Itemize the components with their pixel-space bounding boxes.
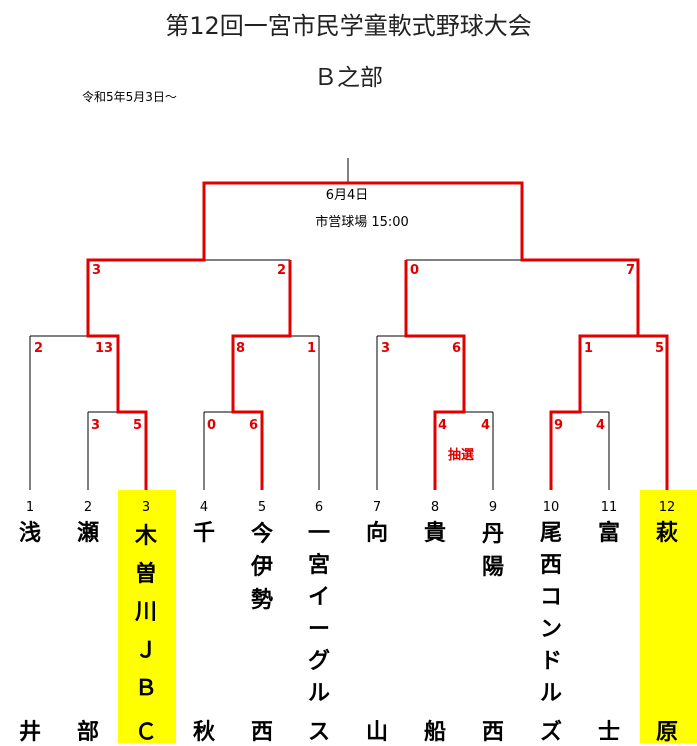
score-r2-left: 0 (207, 418, 217, 433)
lottery-label: 抽選 (448, 448, 475, 463)
score-qf4-right: 5 (655, 341, 665, 356)
team-name-top: 浅 (18, 521, 41, 546)
team-number: 9 (488, 500, 498, 515)
team-number: 5 (257, 500, 267, 515)
score-r1-right: 5 (133, 418, 143, 433)
highlight-team-3 (118, 490, 176, 743)
score-qf4-left: 1 (584, 341, 594, 356)
score-qf2-left: 8 (236, 341, 246, 356)
score-sf2-left: 0 (410, 263, 420, 278)
team-name-top: 丹 陽 (482, 522, 549, 580)
team-number: 7 (372, 500, 382, 515)
score-r4-right: 4 (596, 418, 606, 433)
team-name-bottom: Ｃ (134, 720, 157, 745)
score-qf2-right: 1 (307, 341, 317, 356)
score-qf1-left: 2 (34, 341, 44, 356)
team-number: 1 (25, 500, 35, 515)
score-final-left: 3 (92, 263, 102, 278)
team-name-bottom: 山 (365, 720, 388, 745)
team-name-top: 向 (365, 521, 388, 546)
team-name-bottom: 部 (76, 720, 99, 745)
final-date: 6月4日 (325, 188, 369, 203)
team-name-bottom: 西 (481, 720, 504, 745)
team-number: 6 (314, 500, 324, 515)
score-qf1-right: 13 (95, 341, 114, 356)
team-name-top: 尾西コンドル (540, 521, 563, 706)
team-name-bottom: 秋 (192, 720, 215, 745)
team-name-bottom: ス (307, 720, 330, 745)
team-name-top: 一宮イーグル (308, 521, 331, 706)
score-r3-left: 4 (438, 418, 448, 433)
team-number: 8 (430, 500, 440, 515)
score-sf1-right: 2 (277, 263, 287, 278)
tournament-title: 第12回一宮市民学童軟式野球大会 (165, 12, 532, 40)
team-number: 2 (83, 500, 93, 515)
score-r1-left: 3 (91, 418, 101, 433)
team-name-bottom: 士 (597, 720, 620, 745)
score-qf3-right: 6 (452, 341, 462, 356)
start-date: 令和5年5月3日～ (82, 90, 177, 104)
team-number: 4 (199, 500, 209, 515)
team-name-top: 富 (597, 521, 620, 546)
score-final-right: 7 (626, 263, 636, 278)
score-r2-right: 6 (249, 418, 259, 433)
score-qf3-left: 3 (381, 341, 391, 356)
division-label: Ｂ之部 (314, 65, 383, 91)
team-name-bottom: 井 (18, 720, 41, 745)
team-number: 10 (542, 500, 560, 515)
final-venue: 市営球場 15:00 (315, 215, 409, 230)
score-r3-right: 4 (481, 418, 491, 433)
team-name-top: 今 伊 勢 (251, 522, 296, 613)
team-name-top: 木曽川ＪＢ (135, 524, 158, 701)
team-number: 11 (600, 500, 618, 515)
team-name-bottom: 原 (655, 720, 678, 745)
score-r4-left: 9 (554, 418, 564, 433)
team-number: 3 (141, 500, 151, 515)
highlight-team-12 (640, 490, 697, 743)
team-name-top: 萩 (655, 521, 678, 546)
team-name-top: 貴 (423, 521, 446, 546)
team-name-bottom: ズ (539, 720, 562, 745)
team-name-top: 千 (192, 521, 215, 546)
team-number: 12 (658, 500, 676, 515)
team-name-top: 瀬 (76, 521, 99, 546)
team-name-bottom: 船 (423, 720, 446, 745)
team-name-bottom: 西 (250, 720, 273, 745)
